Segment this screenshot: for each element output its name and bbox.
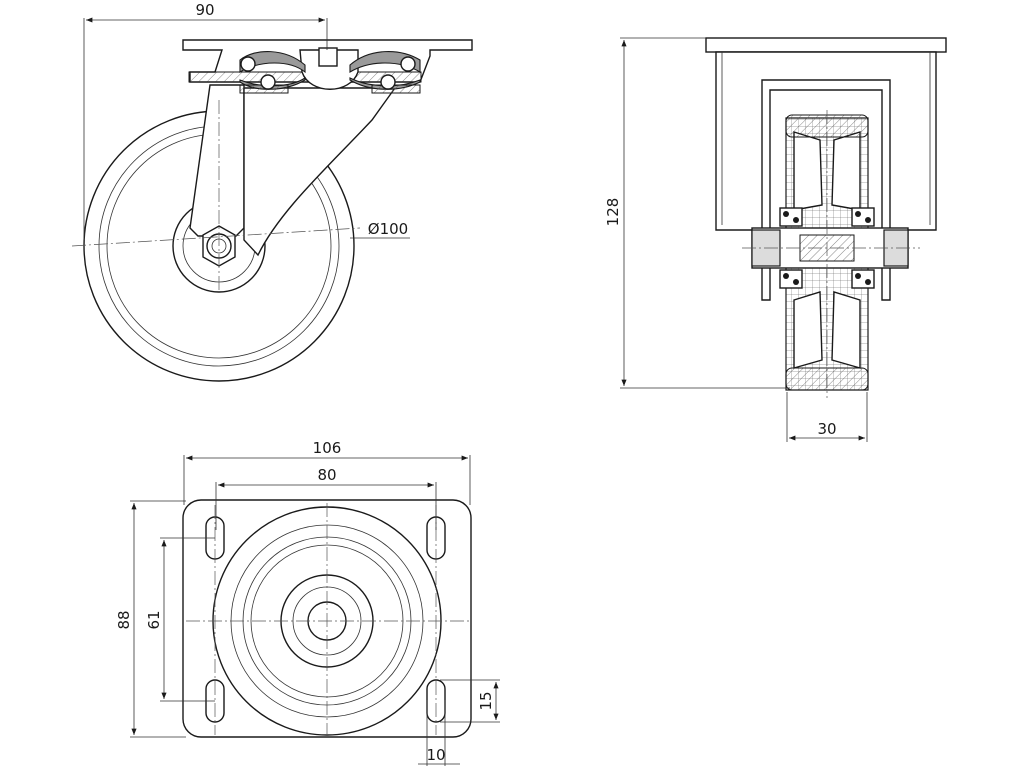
dim-overall-height: 128 <box>604 198 622 227</box>
kingpin <box>318 47 338 67</box>
fork-legs <box>761 79 891 301</box>
dim-slot-width: 10 <box>426 746 445 764</box>
dim-slot-length: 15 <box>477 691 495 710</box>
bearing-race-right-top <box>349 51 421 73</box>
wheel-web-opening <box>793 291 823 369</box>
dim-plate-height: 88 <box>115 610 133 629</box>
bearing-ball <box>380 74 396 90</box>
wheel-centerline <box>71 227 361 247</box>
fork-housing-inner <box>721 52 931 225</box>
wheel-web-opening <box>793 131 823 211</box>
dim-hole-spacing-y: 61 <box>145 610 163 629</box>
wheel-web-opening <box>831 131 861 211</box>
side-view: 90 Ø100 <box>71 1 473 382</box>
top-view: 106 80 88 61 15 10 <box>115 439 500 766</box>
front-top-plate <box>705 37 947 53</box>
bearing-ball <box>400 56 416 72</box>
dim-hole-spacing-x: 80 <box>317 466 336 484</box>
dim-wheel-width: 30 <box>817 420 836 438</box>
wheel-web-opening <box>831 291 861 369</box>
bearing-ball <box>240 56 256 72</box>
dim-side-width: 90 <box>195 1 214 19</box>
dim-wheel-diameter: Ø100 <box>368 220 408 238</box>
fork-leg-front <box>189 84 245 237</box>
kingpin-housing <box>299 49 359 90</box>
dim-plate-width: 106 <box>313 439 342 457</box>
bearing-ball <box>260 74 276 90</box>
fork-leg-rear <box>243 87 397 257</box>
bearing-icon <box>779 207 875 289</box>
lower-race-right <box>371 84 421 94</box>
front-view: 128 30 <box>604 37 947 442</box>
